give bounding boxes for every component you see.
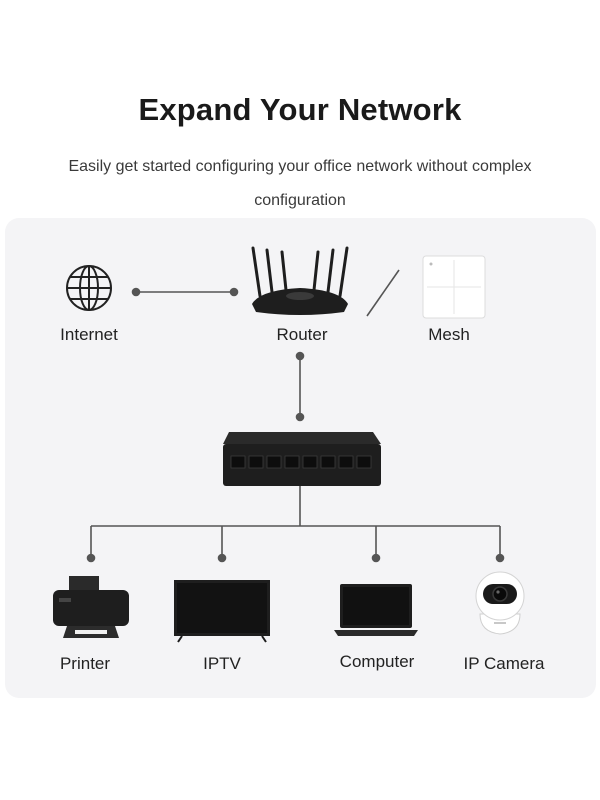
page-subtitle: Easily get started configuring your offi…	[68, 158, 532, 209]
dot-switch-top	[295, 412, 305, 422]
dot-router-left	[229, 287, 239, 297]
dot-camera	[495, 553, 505, 563]
line-router-mesh-wireless	[366, 269, 400, 317]
dot-printer	[86, 553, 96, 563]
mesh-node-icon	[422, 255, 486, 319]
tv-icon	[174, 580, 270, 643]
label-printer: Printer	[59, 654, 111, 673]
label-router: Router	[276, 325, 328, 344]
printer-icon	[53, 576, 129, 638]
page-title: Expand Your Network	[138, 92, 462, 127]
label-ip-camera: IP Camera	[463, 654, 545, 673]
dot-computer	[371, 553, 381, 563]
globe-icon	[66, 265, 112, 311]
network-diagram-panel: Internet Router Mesh Printer IPTV Comput…	[5, 218, 596, 698]
label-mesh: Mesh	[428, 325, 470, 344]
router-icon	[251, 246, 349, 315]
connection-lines	[86, 269, 505, 563]
dot-internet	[131, 287, 141, 297]
label-internet: Internet	[60, 325, 118, 344]
laptop-icon	[334, 584, 418, 636]
switch-icon	[223, 432, 381, 486]
label-computer: Computer	[339, 652, 415, 671]
network-diagram	[53, 246, 525, 643]
label-iptv: IPTV	[203, 654, 241, 673]
dot-iptv	[217, 553, 227, 563]
camera-icon	[475, 571, 525, 635]
dot-router-bottom	[295, 351, 305, 361]
